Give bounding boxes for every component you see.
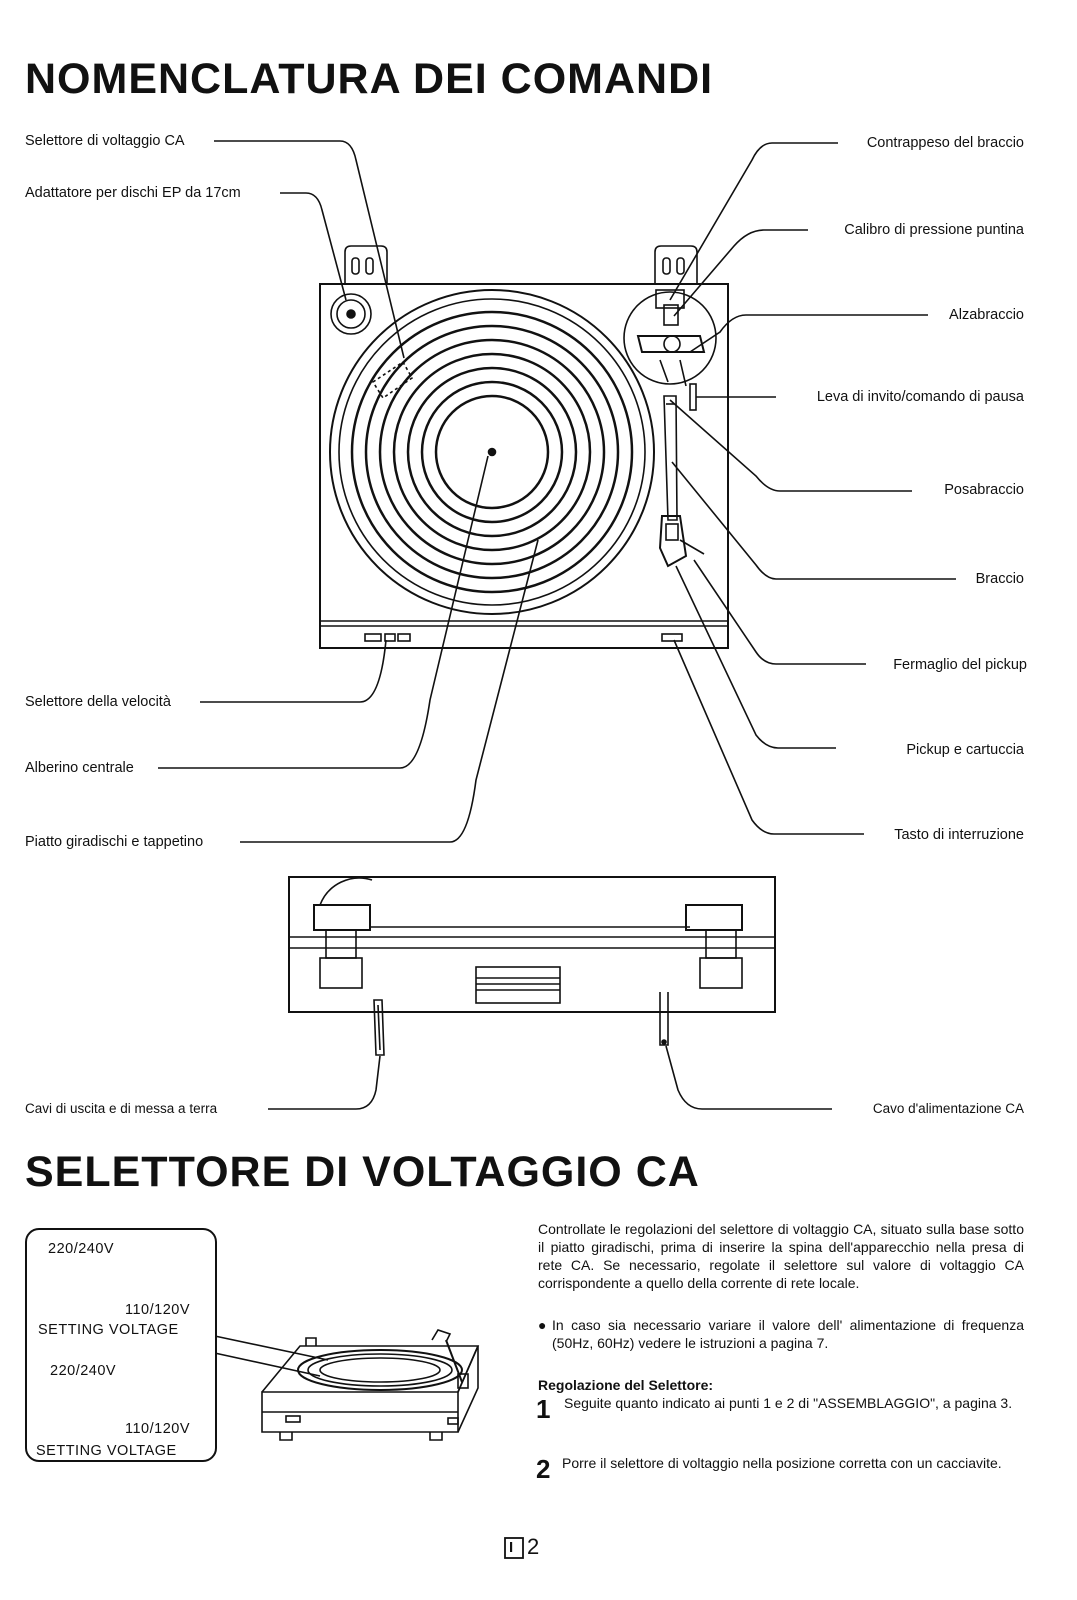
label-stop-button: Tasto di interruzione [894,827,1024,843]
inset-top-voltage-b: 110/120V [125,1302,191,1318]
section-title-nomenclature: NOMENCLATURA DEI COMANDI [25,55,714,103]
inset-bottom-caption: SETTING VOLTAGE [36,1443,177,1459]
label-output-cables: Cavi di uscita e di messa a terra [25,1101,218,1116]
section-title-voltage-selector: SELETTORE DI VOLTAGGIO CA [25,1148,700,1196]
label-tonearm: Braccio [975,571,1024,587]
step-2-text: Porre il selettore di voltaggio nella po… [562,1455,1002,1471]
turntable-rear-view [268,876,832,1110]
label-speed-selector: Selettore della velocità [25,694,171,710]
page-box [504,1537,524,1559]
label-pickup-cartridge: Pickup e cartuccia [906,742,1024,758]
intro-paragraph: Controllate le regolazioni del selettore… [538,1221,1024,1291]
label-arm-rest: Posabraccio [944,482,1024,498]
step-1-text: Seguite quanto indicato ai punti 1 e 2 d… [564,1395,1013,1411]
label-cue-lever: Leva di invito/comando di pausa [816,389,1024,405]
voltage-setting-inset: 220/240V 110/120V SETTING VOLTAGE 220/24… [25,1228,217,1462]
label-pickup-clip: Fermaglio del pickup [893,657,1027,673]
page-box-letter: I [509,1539,514,1556]
page-number: 2 [527,1534,540,1559]
inset-top-voltage-a: 220/240V [48,1241,115,1257]
inset-bottom-voltage-a: 220/240V [50,1363,117,1379]
label-ac-cable: Cavo d'alimentazione CA [872,1101,1024,1116]
inset-top-caption: SETTING VOLTAGE [38,1322,179,1338]
step-1-number: 1 [536,1394,551,1424]
label-stylus-gauge: Calibro di pressione puntina [844,222,1024,238]
inset-bottom-voltage-b: 110/120V [125,1421,191,1437]
subhead-selector-adjustment: Regolazione del Selettore: [538,1377,714,1393]
label-voltage-selector: Selettore di voltaggio CA [25,133,185,149]
label-center-spindle: Alberino centrale [25,760,134,776]
turntable-top-view [319,245,729,649]
label-counterweight: Contrappeso del braccio [866,135,1024,151]
turntable-small-illustration [209,1329,480,1441]
label-ep-adapter: Adattatore per dischi EP da 17cm [25,185,241,201]
label-arm-lift: Alzabraccio [949,307,1024,323]
bullet-paragraph: In caso sia necessario variare il valore… [552,1317,1024,1351]
label-platter-mat: Piatto giradischi e tappetino [25,834,204,850]
step-2-number: 2 [536,1454,551,1484]
bullet-dot: ● [538,1317,547,1333]
